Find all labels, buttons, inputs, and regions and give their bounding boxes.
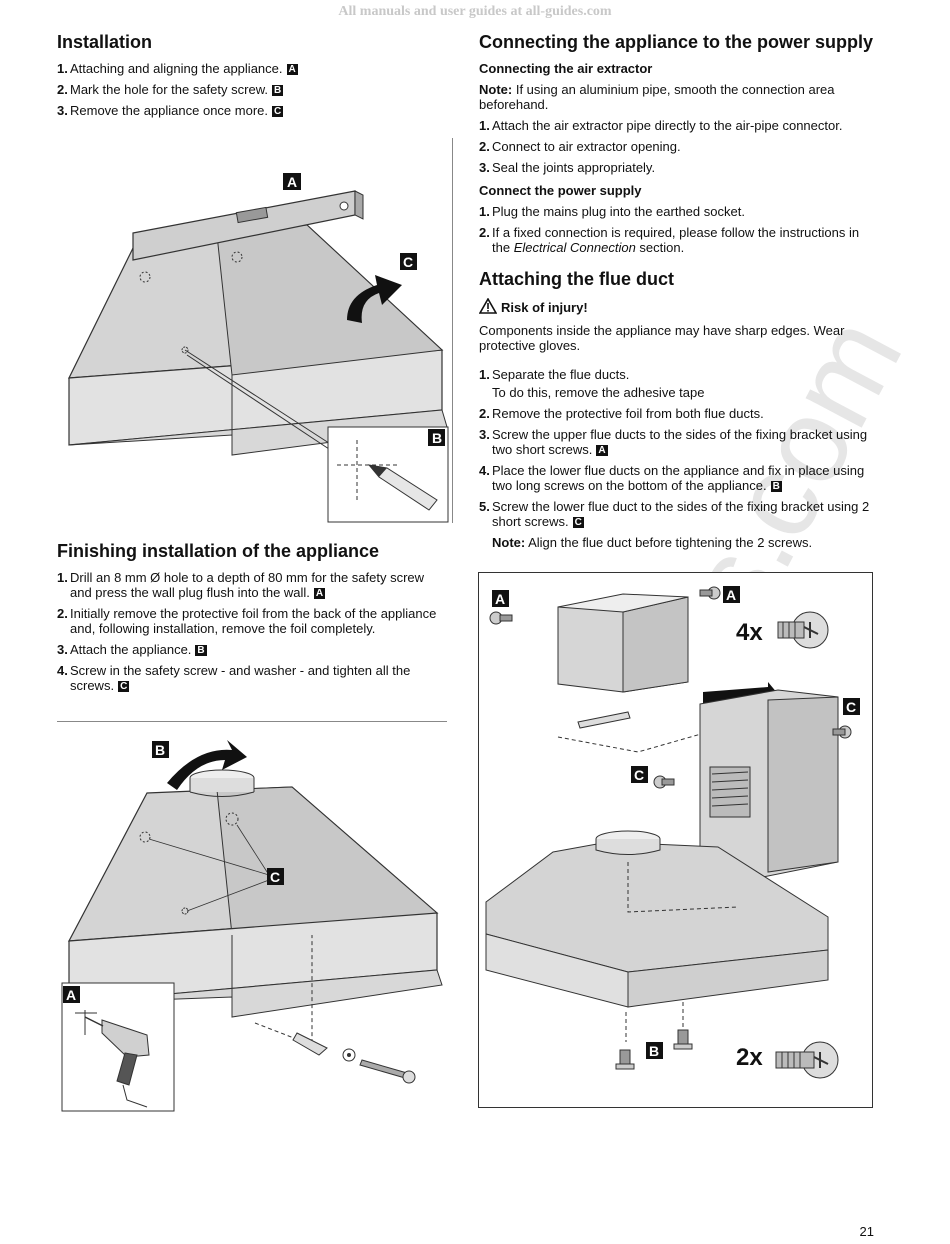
figure-label-a: A bbox=[495, 591, 505, 607]
ref-badge: B bbox=[195, 645, 207, 656]
list-item: 1.Attach the air extractor pipe directly… bbox=[479, 118, 843, 133]
list-item: 2.Remove the protective foil from both f… bbox=[479, 406, 764, 421]
figure-label-b: B bbox=[155, 742, 165, 758]
flue-note: Note: Align the flue duct before tighten… bbox=[492, 535, 813, 550]
warning-text: Components inside the appliance may have… bbox=[479, 323, 845, 353]
list-item: 2.Mark the hole for the safety screw.B bbox=[57, 82, 284, 97]
list-item: 4.Place the lower flue ducts on the appl… bbox=[479, 463, 865, 493]
figure-flue-duct: 4x 2x A A C C B bbox=[478, 572, 874, 1109]
installation-title: Installation bbox=[57, 32, 153, 52]
ref-badge: C bbox=[118, 681, 130, 692]
figure-label-a: A bbox=[66, 987, 76, 1003]
figure-align-hood: A C B bbox=[57, 165, 452, 525]
supply-title: Connect the power supply bbox=[479, 183, 642, 198]
screw-icon bbox=[653, 775, 675, 789]
warning-icon bbox=[478, 297, 498, 317]
air-note: Note: If using an aluminium pipe, smooth… bbox=[479, 82, 835, 112]
page-number: 21 bbox=[859, 1224, 874, 1239]
flue-steps: 1.Separate the flue ducts.To do this, re… bbox=[479, 367, 879, 529]
list-item: 2.Initially remove the protective foil f… bbox=[57, 606, 437, 636]
screw-large-icon bbox=[775, 1041, 839, 1079]
ref-badge: A bbox=[596, 445, 608, 456]
ref-badge: B bbox=[770, 481, 782, 492]
finishing-steps: 1.Drill an 8 mm Ø hole to a depth of 80 … bbox=[57, 570, 447, 693]
ref-badge: A bbox=[286, 64, 298, 75]
list-item: 3.Screw the upper flue ducts to the side… bbox=[479, 427, 868, 457]
warning-title: Risk of injury! bbox=[478, 297, 879, 317]
figure-attach-hood: B C A bbox=[57, 735, 452, 1120]
list-item: 5.Screw the lower flue duct to the sides… bbox=[479, 499, 870, 529]
installation-section: Installation 1.Attaching and aligning th… bbox=[57, 32, 447, 124]
label-a-box bbox=[283, 173, 301, 190]
figure-label-c: C bbox=[403, 254, 413, 270]
screw-icon bbox=[489, 611, 513, 625]
power-title: Connecting the appliance to the power su… bbox=[479, 32, 874, 52]
ref-badge: C bbox=[572, 517, 584, 528]
list-item: 1.Plug the mains plug into the earthed s… bbox=[479, 204, 745, 219]
figure-label-c: C bbox=[634, 767, 644, 783]
figure-label-c: C bbox=[270, 869, 280, 885]
list-item: 4.Screw in the safety screw - and washer… bbox=[57, 663, 411, 693]
screw-icon bbox=[699, 586, 721, 600]
figure-label-a: A bbox=[726, 587, 736, 603]
figure-label-b: B bbox=[432, 430, 442, 446]
figure-label-b: B bbox=[649, 1043, 659, 1059]
quantity-2x: 2x bbox=[736, 1044, 763, 1071]
quantity-4x: 4x bbox=[736, 619, 763, 646]
figure-label-a: A bbox=[287, 174, 297, 190]
air-extractor-title: Connecting the air extractor bbox=[479, 61, 653, 76]
column-divider bbox=[452, 138, 453, 523]
list-item: 3.Seal the joints appropriately. bbox=[479, 160, 656, 175]
screw-large-icon bbox=[777, 611, 829, 649]
screw-icon bbox=[615, 1049, 635, 1070]
list-item: 3.Remove the appliance once more.C bbox=[57, 103, 284, 118]
ref-badge: C bbox=[272, 106, 284, 117]
ref-badge: A bbox=[313, 588, 326, 599]
list-item: 2.Connect to air extractor opening. bbox=[479, 139, 681, 154]
figure-label-c: C bbox=[846, 699, 856, 715]
list-item: 3.Attach the appliance.B bbox=[57, 642, 207, 657]
installation-steps: 1.Attaching and aligning the appliance.A… bbox=[57, 61, 447, 118]
list-item: 1.Drill an 8 mm Ø hole to a depth of 80 … bbox=[57, 570, 425, 600]
site-banner: All manuals and user guides at all-guide… bbox=[338, 4, 612, 19]
screw-icon bbox=[832, 725, 852, 739]
power-section: Connecting the appliance to the power su… bbox=[478, 32, 879, 556]
list-item: 1.Attaching and aligning the appliance.A bbox=[57, 61, 298, 76]
flue-title: Attaching the flue duct bbox=[479, 269, 674, 289]
screw-icon bbox=[673, 1029, 693, 1050]
list-item: 1.Separate the flue ducts.To do this, re… bbox=[479, 367, 705, 400]
ref-badge: B bbox=[271, 85, 284, 96]
finishing-title: Finishing installation of the appliance bbox=[57, 541, 380, 561]
finishing-section: Finishing installation of the appliance … bbox=[57, 541, 447, 699]
supply-steps: 1.Plug the mains plug into the earthed s… bbox=[479, 204, 879, 255]
list-item: 2.If a fixed connection is required, ple… bbox=[479, 225, 860, 255]
divider bbox=[57, 721, 447, 722]
air-steps: 1.Attach the air extractor pipe directly… bbox=[479, 118, 879, 175]
